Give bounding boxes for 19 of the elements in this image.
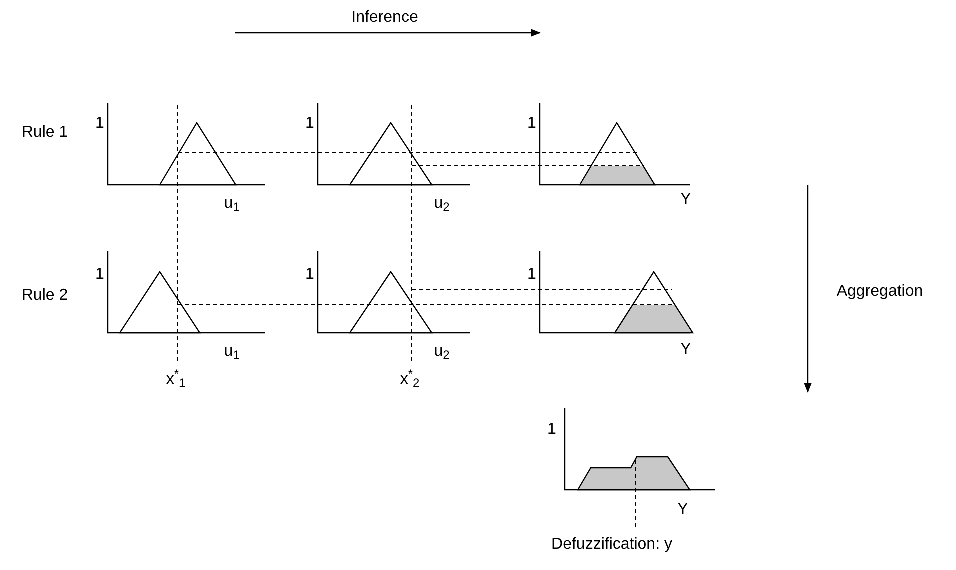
axis-label: u$_{2}$ — [434, 344, 450, 360]
axis-label: Y — [678, 502, 688, 518]
axis-tick-label: 1 — [306, 116, 314, 132]
axis-label: Y — [680, 192, 692, 208]
axis-label: u$_{1}$ — [224, 196, 240, 212]
row-label: Rule 2 — [22, 288, 68, 304]
output-label: Defuzzification: y — [552, 537, 672, 553]
axis-label: u$_{2}$ — [434, 196, 450, 212]
axis-tick-label: 1 — [528, 116, 536, 132]
axis-tick-label: 1 — [528, 267, 536, 283]
axis-tick-label: 1 — [548, 422, 556, 438]
axis-tick-label: 1 — [96, 267, 104, 283]
axis-tick-label: 1 — [306, 267, 314, 283]
heading-label: Aggregation — [836, 284, 924, 300]
row-label: Rule 1 — [22, 125, 68, 141]
axis-label: u$_{1}$ — [224, 344, 240, 360]
axis-tick-label: 1 — [96, 116, 104, 132]
axis-label: Y — [680, 342, 692, 358]
heading-label: Inference — [352, 10, 418, 26]
